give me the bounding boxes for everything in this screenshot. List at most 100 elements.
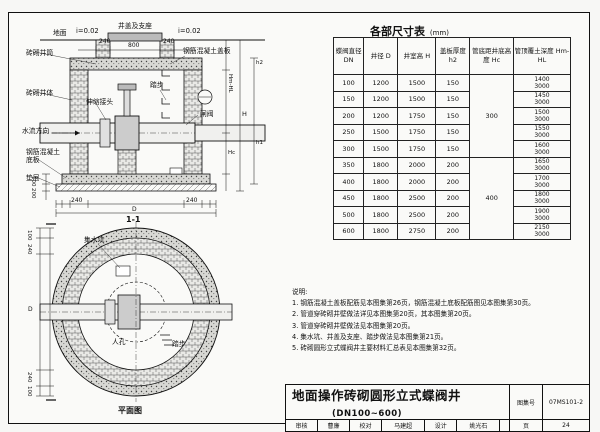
design-label: 设计: [424, 419, 458, 432]
col-header: 蝶阀直径 DN: [332, 37, 365, 75]
table-cell: 450: [332, 189, 365, 207]
note-item: 2. 管道穿砖砌井壁做法详见本图集第20页，其本图集第20页。: [292, 310, 476, 319]
dim-240b: 240: [163, 38, 175, 45]
col-header: 井室高 H: [397, 37, 437, 75]
dim-H: H: [242, 110, 247, 118]
table-cell: 1200: [363, 90, 399, 108]
table-cell: 2500: [397, 189, 437, 207]
valve-label: 伸缩接头: [86, 98, 114, 106]
page-label: 页: [509, 419, 543, 432]
table-cell: 1800: [363, 206, 399, 224]
table-cell: 1500: [397, 90, 437, 108]
check-label: 校对: [348, 419, 382, 432]
wall-body-label: 砖砌井体: [26, 89, 54, 97]
dimension-table: 蝶阀直径 DN 井径 D 井室高 H 盖板厚度 h2 管底距井底高度 Hc 管顶…: [332, 37, 572, 240]
plan-dim-d: 240: [26, 372, 32, 383]
table-cell: 300: [332, 140, 365, 158]
dim-h2: h2: [256, 60, 263, 66]
title-cell: 地面操作砖砌圆形立式蝶阀井 (DN100~600): [285, 384, 510, 420]
notes-heading: 说明:: [292, 288, 308, 296]
table-cell: 200: [435, 173, 471, 191]
sub-title: (DN100~600): [332, 409, 403, 419]
valve2-label: 闸阀: [200, 110, 214, 118]
table-cell: 1800: [363, 189, 399, 207]
dim-Hc: Hc: [228, 150, 236, 156]
cover-depth-cell: 1900 3000: [512, 206, 572, 224]
table-cell: 150: [435, 123, 471, 141]
plan-caption: 平面图: [118, 406, 142, 415]
note-item: 1. 钢筋混凝土盖板配筋见本图集第26页，钢筋混凝土底板配筋图见本图集第30页。: [292, 299, 535, 308]
table-cell: 150: [435, 140, 471, 158]
dim-h1: h1: [256, 140, 263, 146]
dim-D: D: [132, 206, 137, 213]
table-cell: 150: [435, 74, 471, 92]
cover-depth-cell: 1650 3000: [512, 156, 572, 174]
table-cell: 1500: [363, 123, 399, 141]
top-slab-label: 钢筋混凝土盖板: [183, 47, 231, 55]
table-cell: 200: [435, 189, 471, 207]
cover-depth-cell: 1800 3000: [512, 189, 572, 207]
table-cell: 2750: [397, 222, 437, 240]
cover-depth-cell: 1600 3000: [512, 140, 572, 158]
cover-depth-cell: 1500 3000: [512, 107, 572, 125]
table-cell: 1750: [397, 140, 437, 158]
table-cell: 350: [332, 156, 365, 174]
ground-label: 地面: [53, 29, 67, 37]
note-item: 3. 管道穿砖砌井壁做法见本图集第20页。: [292, 321, 415, 330]
table-cell: 1800: [363, 173, 399, 191]
section-caption: 1-1: [126, 215, 141, 224]
sump-label: 集水坑: [84, 236, 105, 244]
table-cell: 1200: [363, 74, 399, 92]
table-cell: 150: [332, 90, 365, 108]
cover-depth-cell: 1450 3000: [512, 90, 572, 108]
plan-dim-b: 240: [26, 244, 32, 255]
table-cell: 1500: [397, 74, 437, 92]
plan-dim-a: 100: [26, 230, 32, 241]
flow-label: 水流方向: [22, 127, 50, 135]
dim-800: 800: [128, 42, 140, 49]
check-name: 马建超: [380, 419, 426, 432]
cover-label: 井盖及支座: [118, 22, 152, 30]
col-header: 井径 D: [363, 37, 399, 75]
note-item: 5. 砖砌圆形立式蝶阀井主要材料汇总表见本图集第32页。: [292, 344, 461, 353]
cover-depth-cell: 1400 3000: [512, 74, 572, 92]
slope-right-label: i=0.02: [178, 27, 201, 35]
section-view: [34, 32, 266, 217]
title-block: 地面操作砖砌圆形立式蝶阀井 (DN100~600) 图集号 07MS101-2 …: [285, 384, 590, 432]
plan-manhole-label: 人孔: [112, 338, 126, 346]
col-header: 管顶覆土深度 Hm-HL: [512, 37, 572, 75]
plan-view: [36, 222, 233, 402]
page-no: 24: [542, 419, 590, 432]
table-cell: 1800: [363, 156, 399, 174]
col-header: 盖板厚度 h2: [435, 37, 471, 75]
plan-dim-c: D: [28, 306, 33, 313]
table-cell: 500: [332, 206, 365, 224]
note-item: 4. 集水坑、井盖及支座、踏步做法见本图集第21页。: [292, 332, 448, 341]
table-cell: 1750: [397, 107, 437, 125]
table-cell: 400: [332, 173, 365, 191]
table-cell: 100: [332, 74, 365, 92]
notes: 说明: 1. 钢筋混凝土盖板配筋见本图集第26页，钢筋混凝土底板配筋图见本图集第…: [292, 287, 587, 354]
table-cell: 2000: [397, 173, 437, 191]
wall-top-label: 砖砌井筒: [26, 49, 54, 57]
dim-200: 200: [30, 188, 36, 199]
table-cell: 200: [435, 222, 471, 240]
atlas-no: 07MS101-2: [542, 384, 590, 420]
cover-depth-cell: 1700 3000: [512, 173, 572, 191]
cover-depth-cell: 1550 3000: [512, 123, 572, 141]
review-label: 审核: [285, 419, 318, 432]
blank-cell: [499, 419, 510, 432]
base-label: 垫层: [26, 174, 40, 182]
